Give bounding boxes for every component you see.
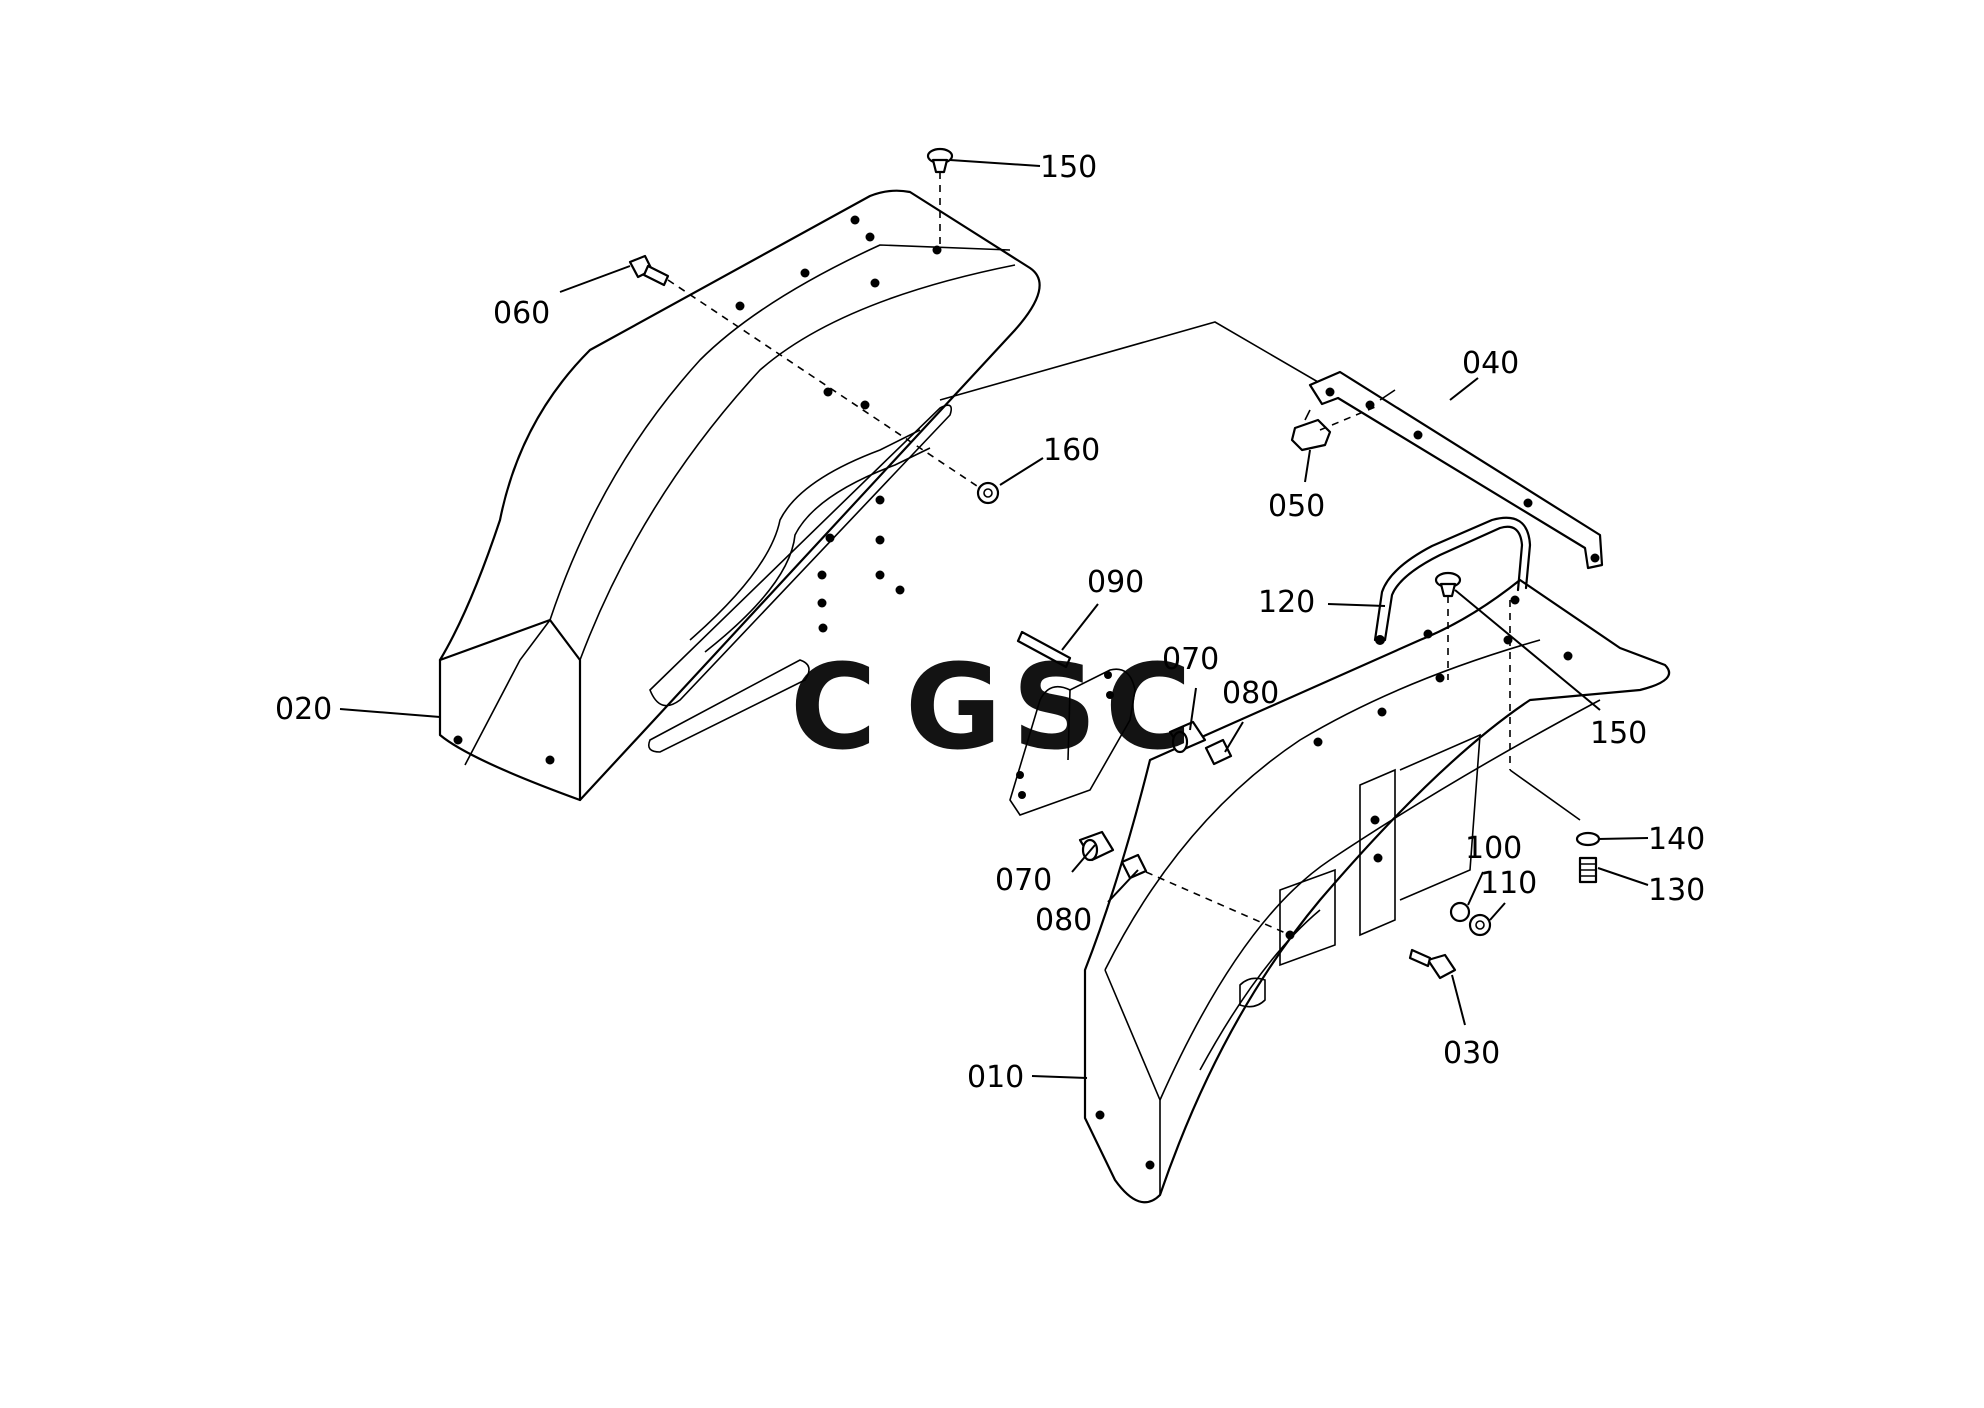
left-fender [438, 189, 1041, 802]
callout-060: 060 [493, 296, 550, 331]
mount-plate [1009, 668, 1136, 816]
bushing-070-upper [1168, 720, 1207, 754]
mounting-bracket [1308, 370, 1604, 570]
right-fender [1083, 578, 1671, 1204]
callout-090: 090 [1087, 565, 1144, 600]
nut-160 [976, 481, 1000, 505]
callout-150-right: 150 [1590, 716, 1647, 751]
callout-110: 110 [1480, 866, 1537, 901]
washer-140 [1575, 831, 1601, 847]
callout-150-top: 150 [1040, 150, 1097, 185]
watermark-letter-4: C [1105, 638, 1192, 776]
callout-080-lower: 080 [1035, 903, 1092, 938]
nut-110 [1468, 913, 1492, 937]
callout-050: 050 [1268, 489, 1325, 524]
callout-070-upper: 070 [1162, 642, 1219, 677]
bolt-060 [628, 254, 670, 287]
callout-080-upper: 080 [1222, 676, 1279, 711]
watermark-logo: C G S C [790, 638, 1192, 776]
watermark-letter-2: G [905, 638, 1002, 776]
callout-labels: 150 060 020 160 040 050 090 120 070 080 … [275, 150, 1705, 1095]
bolt-030 [1408, 948, 1457, 980]
stud-090 [1016, 630, 1072, 669]
assembly-lines [667, 172, 1581, 936]
callout-120: 120 [1258, 585, 1315, 620]
callout-020: 020 [275, 692, 332, 727]
watermark-letter-1: C [790, 638, 877, 776]
callout-160: 160 [1043, 433, 1100, 468]
callout-070-lower: 070 [995, 863, 1052, 898]
knob-150-top [926, 147, 954, 174]
callout-130: 130 [1648, 873, 1705, 908]
clip-part [1290, 409, 1332, 452]
leader-lines [339, 159, 1649, 1079]
callout-010: 010 [967, 1060, 1024, 1095]
callout-140: 140 [1648, 822, 1705, 857]
callout-030: 030 [1443, 1036, 1500, 1071]
nut-100 [1449, 901, 1471, 923]
watermark-letter-3: S [1012, 638, 1097, 776]
knob-150-right [1434, 571, 1462, 598]
callout-040: 040 [1462, 346, 1519, 381]
grab-handle [1373, 516, 1532, 645]
callout-100: 100 [1465, 831, 1522, 866]
spacer-080-upper [1204, 738, 1233, 766]
spacer-080-lower [1120, 853, 1148, 880]
screw-130 [1578, 856, 1598, 884]
